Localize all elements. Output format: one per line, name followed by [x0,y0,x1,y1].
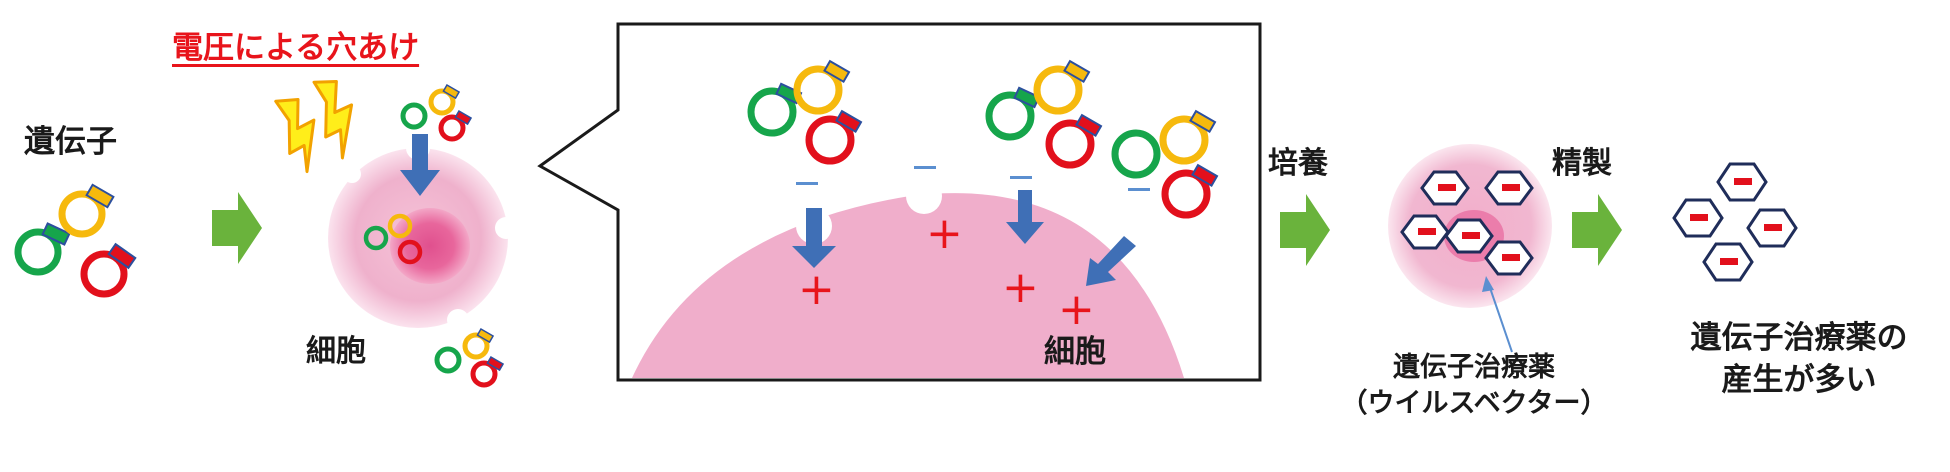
virus-vector-icon [1672,198,1724,238]
virus-vector-icon [1484,240,1534,276]
virus-vector-icon [1484,170,1534,206]
arrow-icon [792,208,836,268]
virus-vector-icon [1444,218,1494,254]
plasmid-icon [14,222,71,276]
gene-plasmids [14,183,137,298]
virus-vector-group-cell [1400,170,1534,276]
plasmid-group-zoom-2 [985,59,1103,169]
arrow-icon [1086,236,1136,286]
virus-vector-icon [1702,242,1754,282]
plus-sign: + [798,264,835,315]
arrow-icon [212,192,262,264]
plus-sign: + [1058,284,1095,335]
gene-label: 遺伝子 [24,124,117,160]
plus-sign: + [926,208,963,259]
virus-vector-group-purified [1672,162,1798,282]
plasmid-icon [58,183,115,238]
plus-sign: + [1002,262,1039,313]
purify-label: 精製 [1552,146,1612,181]
plasmid-group-zoom-1 [747,59,863,165]
voltage-label: 電圧による穴あけ [172,30,420,66]
plasmid-icon [80,242,137,298]
result-label-line2: 産生が多い [1721,362,1877,398]
cell-label-zoom: 細胞 [1044,334,1106,370]
plasmid-group-zoom-3 [1111,109,1219,219]
arrow-icon [400,134,440,196]
result-label-line1: 遺伝子治療薬の [1690,320,1908,356]
arrow-icon [1280,194,1330,266]
virus-vector-icon [1716,162,1768,202]
cell-label-left: 細胞 [306,334,366,369]
zoom-callout [537,22,1262,382]
virus-vector-icon [1420,170,1470,206]
pointer-line [1487,281,1513,353]
arrow-icon [1006,190,1044,244]
virus-vector-icon [1746,208,1798,248]
arrow-icon [1572,194,1622,266]
plasmid-group-bottom [434,328,505,388]
therapy-label-line1: 遺伝子治療薬 [1393,352,1555,383]
plasmid-group-inside [363,213,423,265]
therapy-label-line2: （ウイルスベクター） [1340,388,1608,419]
virus-vector-icon [1400,214,1450,250]
plasmid-group-top [400,84,473,142]
culture-label: 培養 [1268,146,1328,181]
lightning-icon [274,80,354,174]
